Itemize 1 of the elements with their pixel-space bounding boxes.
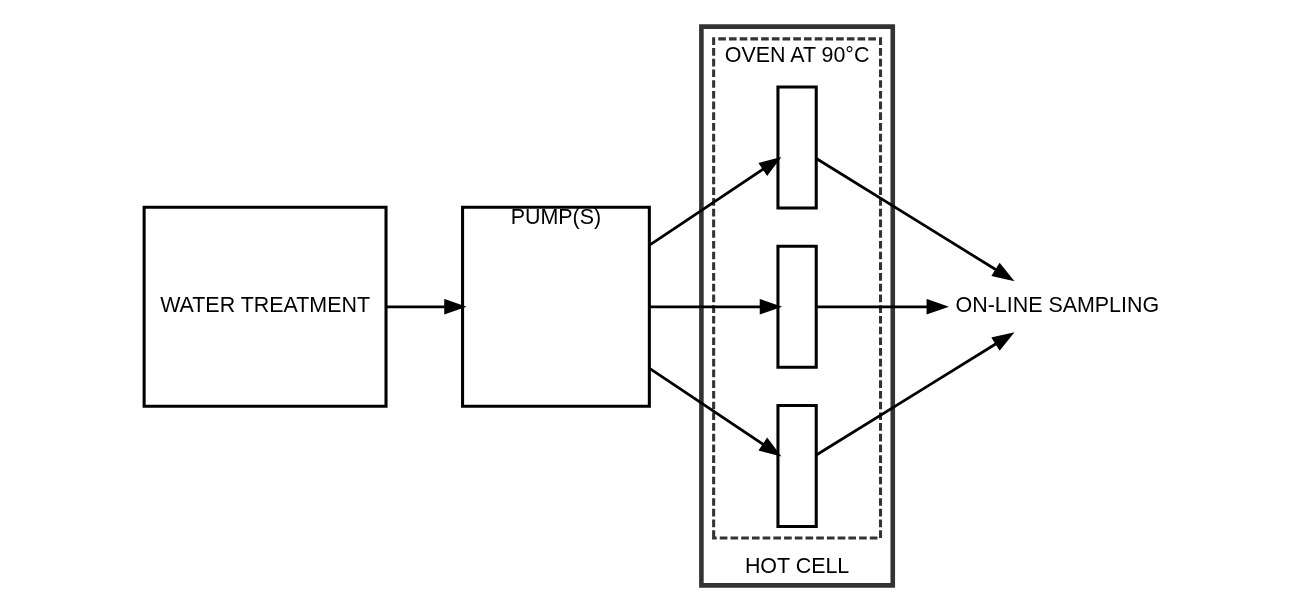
node-text: ON-LINE SAMPLING xyxy=(955,293,1159,318)
